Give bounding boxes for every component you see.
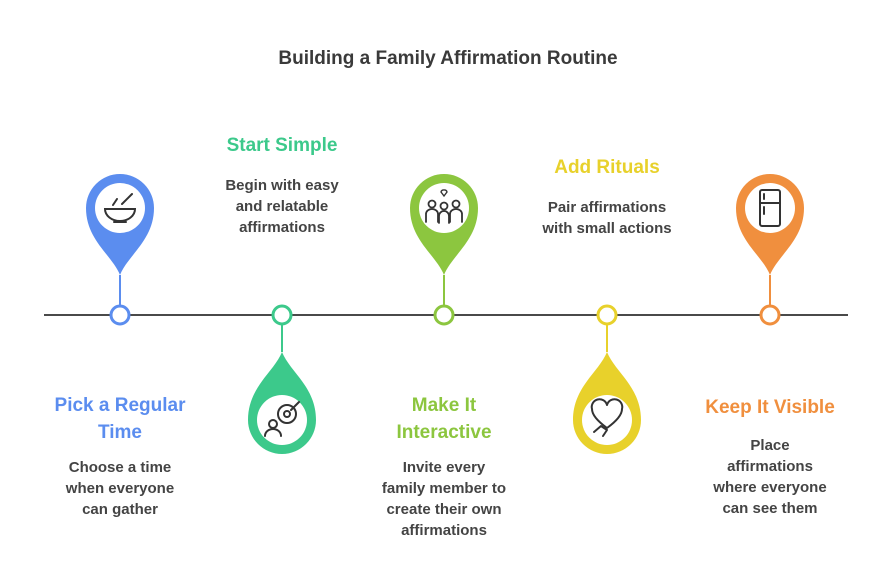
family-icon: [425, 189, 463, 224]
heart-hand-icon: [590, 398, 624, 437]
step-3-desc-line: create their own: [386, 501, 502, 518]
target-person-icon: [264, 401, 300, 437]
step-2-title-line: Start Simple: [226, 135, 338, 156]
step-1-desc-line: can gather: [82, 501, 158, 518]
step-5-title-line: Keep It Visible: [705, 397, 835, 418]
step-2-desc-line: Begin with easy: [225, 177, 339, 194]
step-5-desc-line: Place: [750, 437, 790, 454]
step-2-node: [271, 304, 293, 326]
step-4-title-line: Add Rituals: [554, 157, 660, 178]
step-1-marker: [86, 174, 154, 326]
step-1-title-line: Time: [97, 422, 142, 443]
step-1-desc-line: when everyone: [65, 480, 175, 497]
step-2-title: Start Simple: [182, 132, 382, 159]
step-5-desc-line: where everyone: [713, 479, 827, 496]
step-4-description: Pair affirmations with small actions: [507, 197, 707, 239]
step-5-desc-line: affirmations: [727, 458, 813, 475]
step-3-title-line: Make It: [411, 395, 477, 416]
step-1-description: Choose a time when everyone can gather: [20, 457, 220, 520]
step-3-desc-line: family member to: [381, 480, 507, 497]
step-3-title: Make It Interactive: [344, 392, 544, 446]
step-3-desc-line: Invite every: [402, 459, 486, 476]
fridge-icon: [759, 189, 781, 227]
step-5-node: [759, 304, 781, 326]
step-5-desc-line: can see them: [722, 500, 818, 517]
step-4-desc-line: with small actions: [542, 220, 672, 237]
step-3-description: Invite every family member to create the…: [344, 457, 544, 541]
step-2-desc-line: and relatable: [235, 198, 329, 215]
step-1-node: [109, 304, 131, 326]
step-3-icon-bg: [419, 183, 469, 233]
step-4-marker: [573, 304, 641, 454]
step-2-description: Begin with easy and relatable affirmatio…: [182, 175, 382, 238]
step-1-title: Pick a Regular Time: [20, 392, 220, 446]
step-1-title-line: Pick a Regular: [54, 395, 186, 416]
step-4-desc-line: Pair affirmations: [547, 199, 667, 216]
step-3-title-line: Interactive: [396, 422, 492, 443]
diagram-title: Building a Family Affirmation Routine: [278, 48, 618, 69]
step-3-desc-line: affirmations: [401, 522, 487, 539]
step-3-marker: [410, 174, 478, 326]
step-5-icon-bg: [745, 183, 795, 233]
step-4-title: Add Rituals: [507, 154, 707, 181]
step-4-node: [596, 304, 618, 326]
step-5-description: Place affirmations where everyone can se…: [660, 435, 880, 519]
step-5-title: Keep It Visible: [660, 394, 880, 421]
step-2-desc-line: affirmations: [239, 219, 325, 236]
step-1-desc-line: Choose a time: [68, 459, 172, 476]
step-5-marker: [736, 174, 804, 326]
step-3-node: [433, 304, 455, 326]
bowl-icon: [103, 193, 137, 223]
step-2-marker: [248, 304, 316, 454]
